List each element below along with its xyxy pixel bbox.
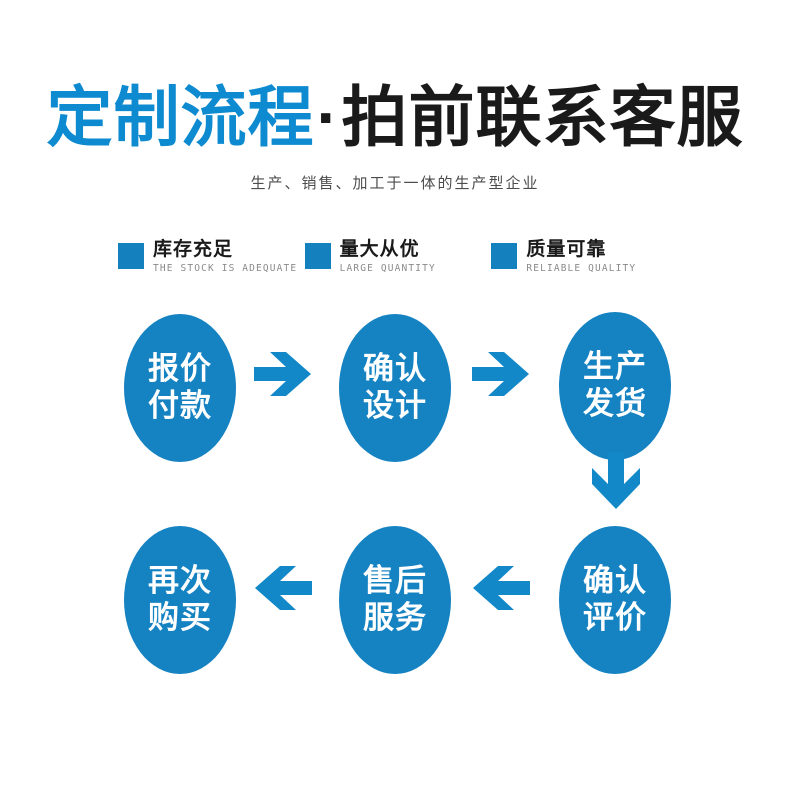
feature-badge-label-en: THE STOCK IS ADEQUATE [153,262,298,274]
arrow-left-icon [470,562,532,619]
page-subtitle: 生产、销售、加工于一体的生产型企业 [250,175,540,192]
flow-node-production-shipping: 生产 发货 [559,312,671,460]
flow-node-line1: 报价 [148,351,212,387]
blue-square-icon [304,243,331,269]
feature-badge-label-en: RELIABLE QUALITY [526,262,637,274]
feature-badge-stock: 库存充足 THE STOCK IS ADEQUATE [118,240,305,274]
flow-node-line1: 售后 [363,563,427,599]
blue-square-icon [491,243,518,269]
flow-node-confirm-design: 确认 设计 [339,314,451,462]
flow-node-line2: 设计 [363,388,427,423]
flow-node-quote-payment: 报价 付款 [124,314,236,462]
page-title-secondary: 拍前联系客服 [341,80,744,154]
feature-badge-text: 库存充足 THE STOCK IS ADEQUATE [153,240,297,274]
page-title-highlight: 定制流程 [46,80,315,154]
page-title-separator: · [316,80,340,154]
feature-badge-label-cn: 库存充足 [153,239,234,260]
flow-node-line2: 评价 [583,600,647,635]
arrow-right-icon [470,348,532,405]
flow-node-repeat-purchase: 再次 购买 [124,526,236,674]
feature-badge-quantity: 量大从优 LARGE QUANTITY [304,240,492,274]
feature-badge-text: 量大从优 LARGE QUANTITY [340,240,436,274]
flow-node-line1: 确认 [583,563,647,599]
blue-square-icon [118,243,144,269]
feature-badge-text: 质量可靠 RELIABLE QUALITY [526,240,636,274]
feature-badge-label-cn: 量大从优 [339,239,420,260]
arrow-right-icon [252,348,314,405]
arrow-down-icon [588,450,644,517]
page-title: 定制流程·拍前联系客服 [0,84,790,150]
flow-node-line1: 确认 [363,351,427,387]
feature-badge-label-cn: 质量可靠 [526,239,607,260]
flow-node-line2: 发货 [583,386,647,421]
feature-badge-list: 库存充足 THE STOCK IS ADEQUATE 量大从优 LARGE QU… [118,240,678,274]
header: 定制流程·拍前联系客服 生产、销售、加工于一体的生产型企业 [0,0,790,193]
flow-node-after-sales-service: 售后 服务 [339,526,451,674]
feature-badge-quality: 质量可靠 RELIABLE QUALITY [491,240,678,274]
flow-node-line2: 服务 [363,600,427,635]
flow-node-confirm-review: 确认 评价 [559,526,671,674]
feature-badge-label-en: LARGE QUANTITY [339,262,436,274]
arrow-left-icon [252,562,314,619]
flow-node-line1: 再次 [148,563,212,599]
flow-node-line1: 生产 [583,349,647,385]
process-flow-diagram: 报价 付款 确认 设计 生产 发货 确认 评价 售后 服务 [0,300,790,680]
flow-node-line2: 付款 [148,388,212,423]
flow-node-line2: 购买 [148,600,212,635]
